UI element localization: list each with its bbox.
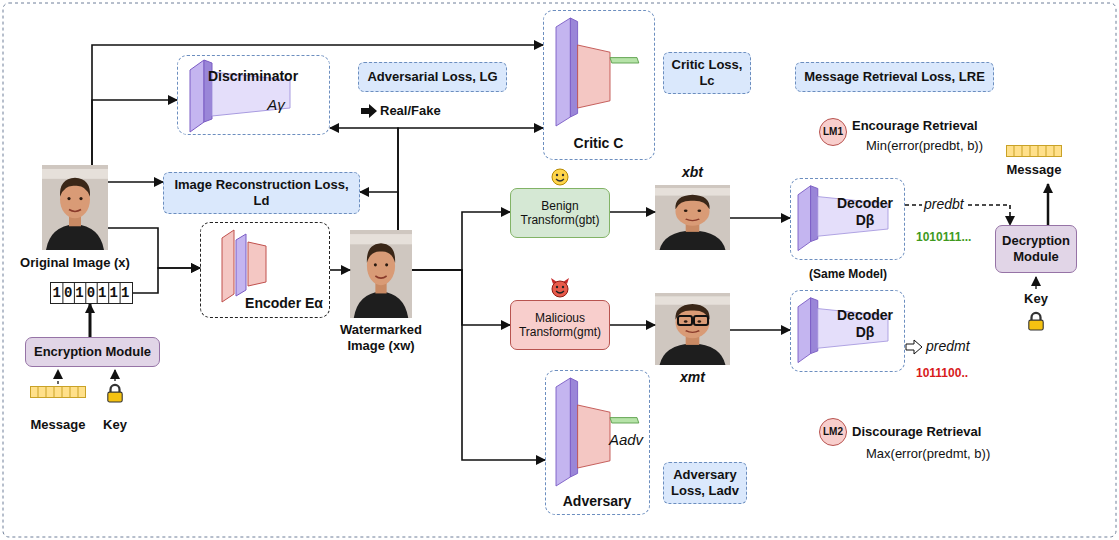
connector (108, 181, 163, 183)
network-box: Critic C (543, 10, 655, 160)
node-text: Adversarial Loss, LG (367, 69, 497, 85)
node-text: Critic C (544, 135, 653, 152)
node-text: Decoder Dβ (827, 195, 903, 229)
loss-box: Adversary Loss, Ladv (663, 462, 747, 504)
node-text: 1010111 (53, 285, 133, 302)
encoder-box: Encoder Eα (200, 222, 330, 318)
note-label: (Same Model) (798, 267, 898, 281)
node-text: Benign Transform(gbt) (517, 199, 603, 228)
image-frame: Watermarked Image (xw) (350, 230, 412, 318)
image-frame: xmt (655, 293, 730, 365)
node-text: Critic Loss, Lc (670, 57, 744, 88)
output-label: Message (1000, 162, 1068, 178)
loss-box: Critic Loss, Lc (663, 52, 751, 94)
network-box: AadvAdversary (545, 370, 650, 515)
connector (610, 324, 655, 326)
connector-label: predbt (922, 196, 966, 213)
module-box: Encryption Module (25, 337, 160, 367)
node-text: Malicious Transform(gmt) (517, 311, 603, 340)
node-text: Decryption Module (1002, 233, 1070, 264)
node-text: Aadv (604, 431, 648, 449)
connector (360, 192, 398, 230)
module-box: Decryption Module (995, 225, 1077, 273)
node-text: Adversary (546, 493, 648, 510)
network-box: Decoder Dβ (790, 290, 905, 372)
connector (92, 45, 543, 165)
message-key-icons (31, 145, 1062, 402)
network-box: Decoder Dβ (790, 178, 905, 260)
input-label: Message (28, 417, 88, 433)
node-text: xmt (663, 369, 723, 386)
connector (92, 100, 177, 165)
node-text: Encryption Module (34, 344, 151, 360)
node-text: Decoder Dβ (827, 307, 903, 341)
frame-border (3, 3, 1116, 537)
node-text: LM1 (823, 126, 843, 138)
transform-box: Benign Transform(gbt) (510, 188, 610, 238)
connector (730, 217, 790, 219)
node-text: Adversary Loss, Ladv (670, 467, 740, 498)
input-label: Key (1016, 291, 1056, 307)
node-text: Discriminator (178, 68, 328, 85)
connector (89, 304, 92, 337)
connector (412, 212, 510, 270)
loss-circle: LM2 (819, 418, 847, 446)
prediction-label: predmt (926, 338, 970, 355)
connector (610, 211, 655, 213)
photos (42, 165, 730, 365)
loss-box: Message Retrieval Loss, LRE (795, 62, 994, 92)
connector (412, 270, 545, 460)
bit-output: 1010111... (916, 230, 971, 244)
connector (133, 268, 200, 293)
node-text: Image Reconstruction Loss, Ld (170, 177, 353, 208)
connector (330, 269, 350, 271)
node-text: LM2 (823, 426, 843, 438)
transform-box: Malicious Transform(gmt) (510, 300, 610, 350)
formula-label: Max(error(predmt, b)) (866, 446, 990, 462)
loss-box: Adversarial Loss, LG (358, 62, 507, 92)
signal-label: Real/Fake (380, 103, 441, 119)
input-label: Key (95, 417, 135, 433)
node-text: Message Retrieval Loss, LRE (804, 69, 985, 85)
network-blocks (190, 18, 888, 486)
node-text: Encoder Eα (241, 295, 327, 312)
node-text: Aγ (256, 96, 296, 114)
node-text: Watermarked Image (xw) (326, 322, 436, 353)
objective-label: Encourage Retrieval (852, 118, 978, 134)
loss-box: Image Reconstruction Loss, Ld (163, 172, 360, 214)
objective-label: Discourage Retrieval (852, 424, 981, 440)
network-box: DiscriminatorAγ (177, 55, 330, 135)
connector (730, 329, 790, 331)
loss-circle: LM1 (819, 118, 847, 146)
image-frame: Original Image (x) (42, 165, 108, 250)
image-frame: xbt (655, 185, 730, 250)
node-text: xbt (663, 164, 723, 181)
formula-label: Min(error(predbt, b)) (866, 138, 983, 154)
connector (412, 270, 510, 325)
bit-string-box: 1010111 (50, 282, 133, 304)
node-text: Original Image (x) (10, 255, 140, 271)
block-arrows (361, 104, 922, 354)
bit-output: 1011100.. (916, 366, 968, 380)
